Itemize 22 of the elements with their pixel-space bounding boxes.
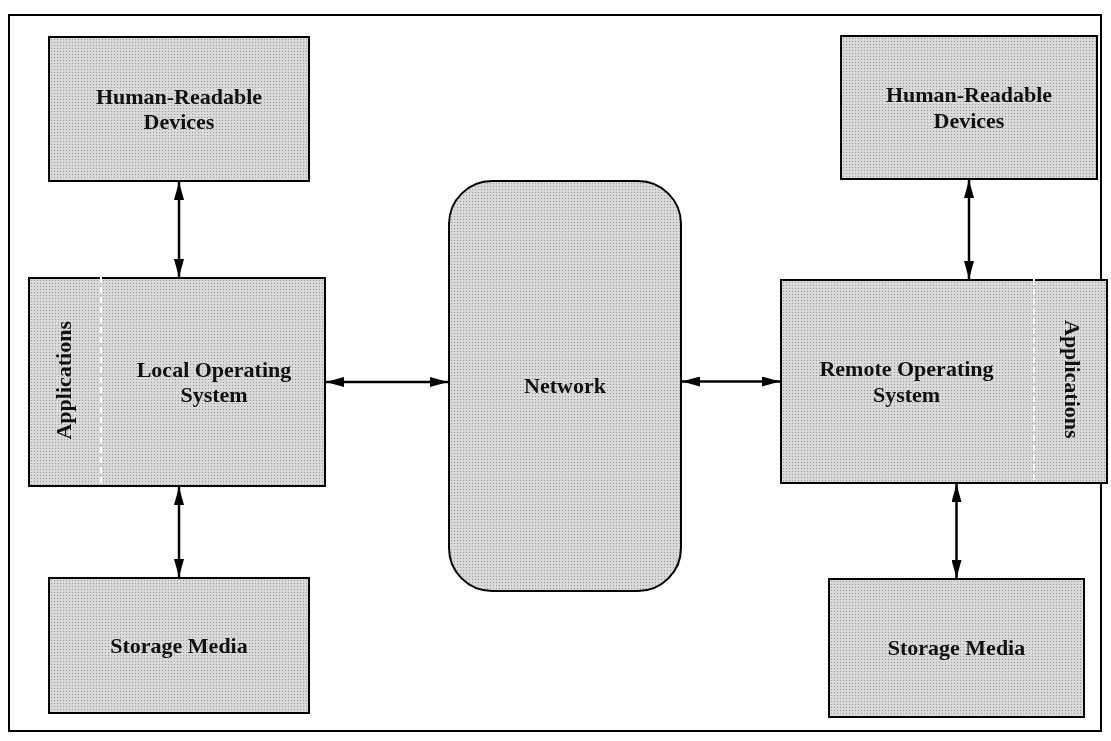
box-label: Remote Operating System xyxy=(818,356,995,407)
box-label: Human-Readable Devices xyxy=(94,83,264,135)
box-label: Human-Readable Devices xyxy=(884,82,1054,133)
double-arrow xyxy=(326,377,448,387)
box-label: Storage Media xyxy=(110,632,248,659)
process-box xyxy=(48,577,310,714)
double-arrow xyxy=(174,182,184,277)
applications-label: Applications xyxy=(1058,320,1085,439)
process-box xyxy=(28,277,326,487)
process-box xyxy=(840,35,1098,180)
double-arrow xyxy=(951,484,962,578)
process-box xyxy=(828,578,1085,718)
double-arrow xyxy=(964,180,974,279)
rounded-box xyxy=(448,180,682,592)
applications-label: Applications xyxy=(51,320,77,440)
double-arrow xyxy=(174,487,184,577)
process-box xyxy=(48,36,310,182)
box-label: Storage Media xyxy=(887,635,1026,661)
box-label: Network xyxy=(524,373,606,399)
box-label: Local Operating System xyxy=(135,356,293,408)
process-box xyxy=(780,279,1108,484)
double-arrow xyxy=(682,376,780,387)
